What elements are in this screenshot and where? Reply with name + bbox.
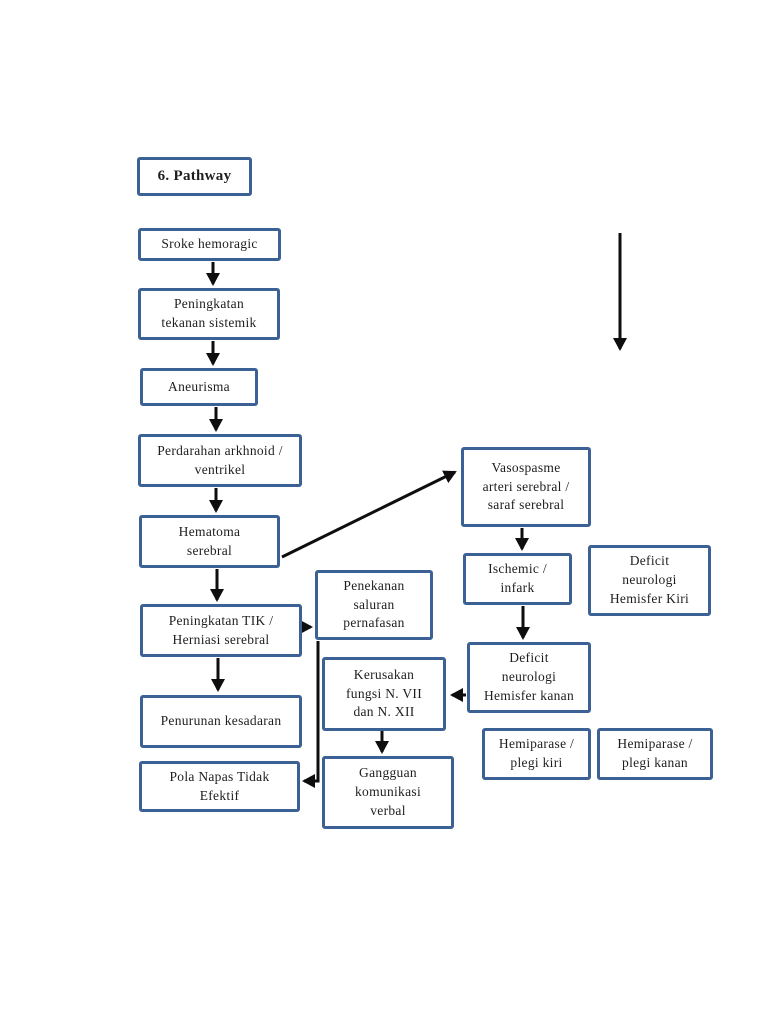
node-ischemic-infark: Ischemic / infark — [463, 553, 572, 605]
arrow-hematoma-to-vasospasme — [281, 470, 457, 559]
node-peningkatan-tik: Peningkatan TIK / Herniasi serebral — [140, 604, 302, 657]
node-aneurisma: Aneurisma — [140, 368, 258, 406]
node-hematoma-serebral: Hematoma serebral — [139, 515, 280, 568]
node-hemiparase-plegi-kiri: Hemiparase / plegi kiri — [482, 728, 591, 780]
node-hemiparase-plegi-kanan: Hemiparase / plegi kanan — [597, 728, 713, 780]
node-stroke-hemoragic: Sroke hemoragic — [138, 228, 281, 261]
node-perdarahan-arkhnoid: Perdarahan arkhnoid / ventrikel — [138, 434, 302, 487]
node-vasospasme-arteri-serebral: Vasospasme arteri serebral / saraf sereb… — [461, 447, 591, 527]
node-pathway-title: 6. Pathway — [137, 157, 252, 196]
node-deficit-neurologi-hemisfer-kanan: Deficit neurologi Hemisfer kanan — [467, 642, 591, 713]
node-deficit-neurologi-hemisfer-kiri: Deficit neurologi Hemisfer Kiri — [588, 545, 711, 616]
node-gangguan-komunikasi-verbal: Gangguan komunikasi verbal — [322, 756, 454, 829]
node-peningkatan-tekanan-sistemik: Peningkatan tekanan sistemik — [138, 288, 280, 340]
node-kerusakan-fungsi-nervus: Kerusakan fungsi N. VII dan N. XII — [322, 657, 446, 731]
node-penurunan-kesadaran: Penurunan kesadaran — [140, 695, 302, 748]
arrow-penekanan-to-pola-napas — [302, 641, 320, 788]
node-penekanan-saluran-pernafasan: Penekanan saluran pernafasan — [315, 570, 433, 640]
node-pola-napas-tidak-efektif: Pola Napas Tidak Efektif — [139, 761, 300, 812]
